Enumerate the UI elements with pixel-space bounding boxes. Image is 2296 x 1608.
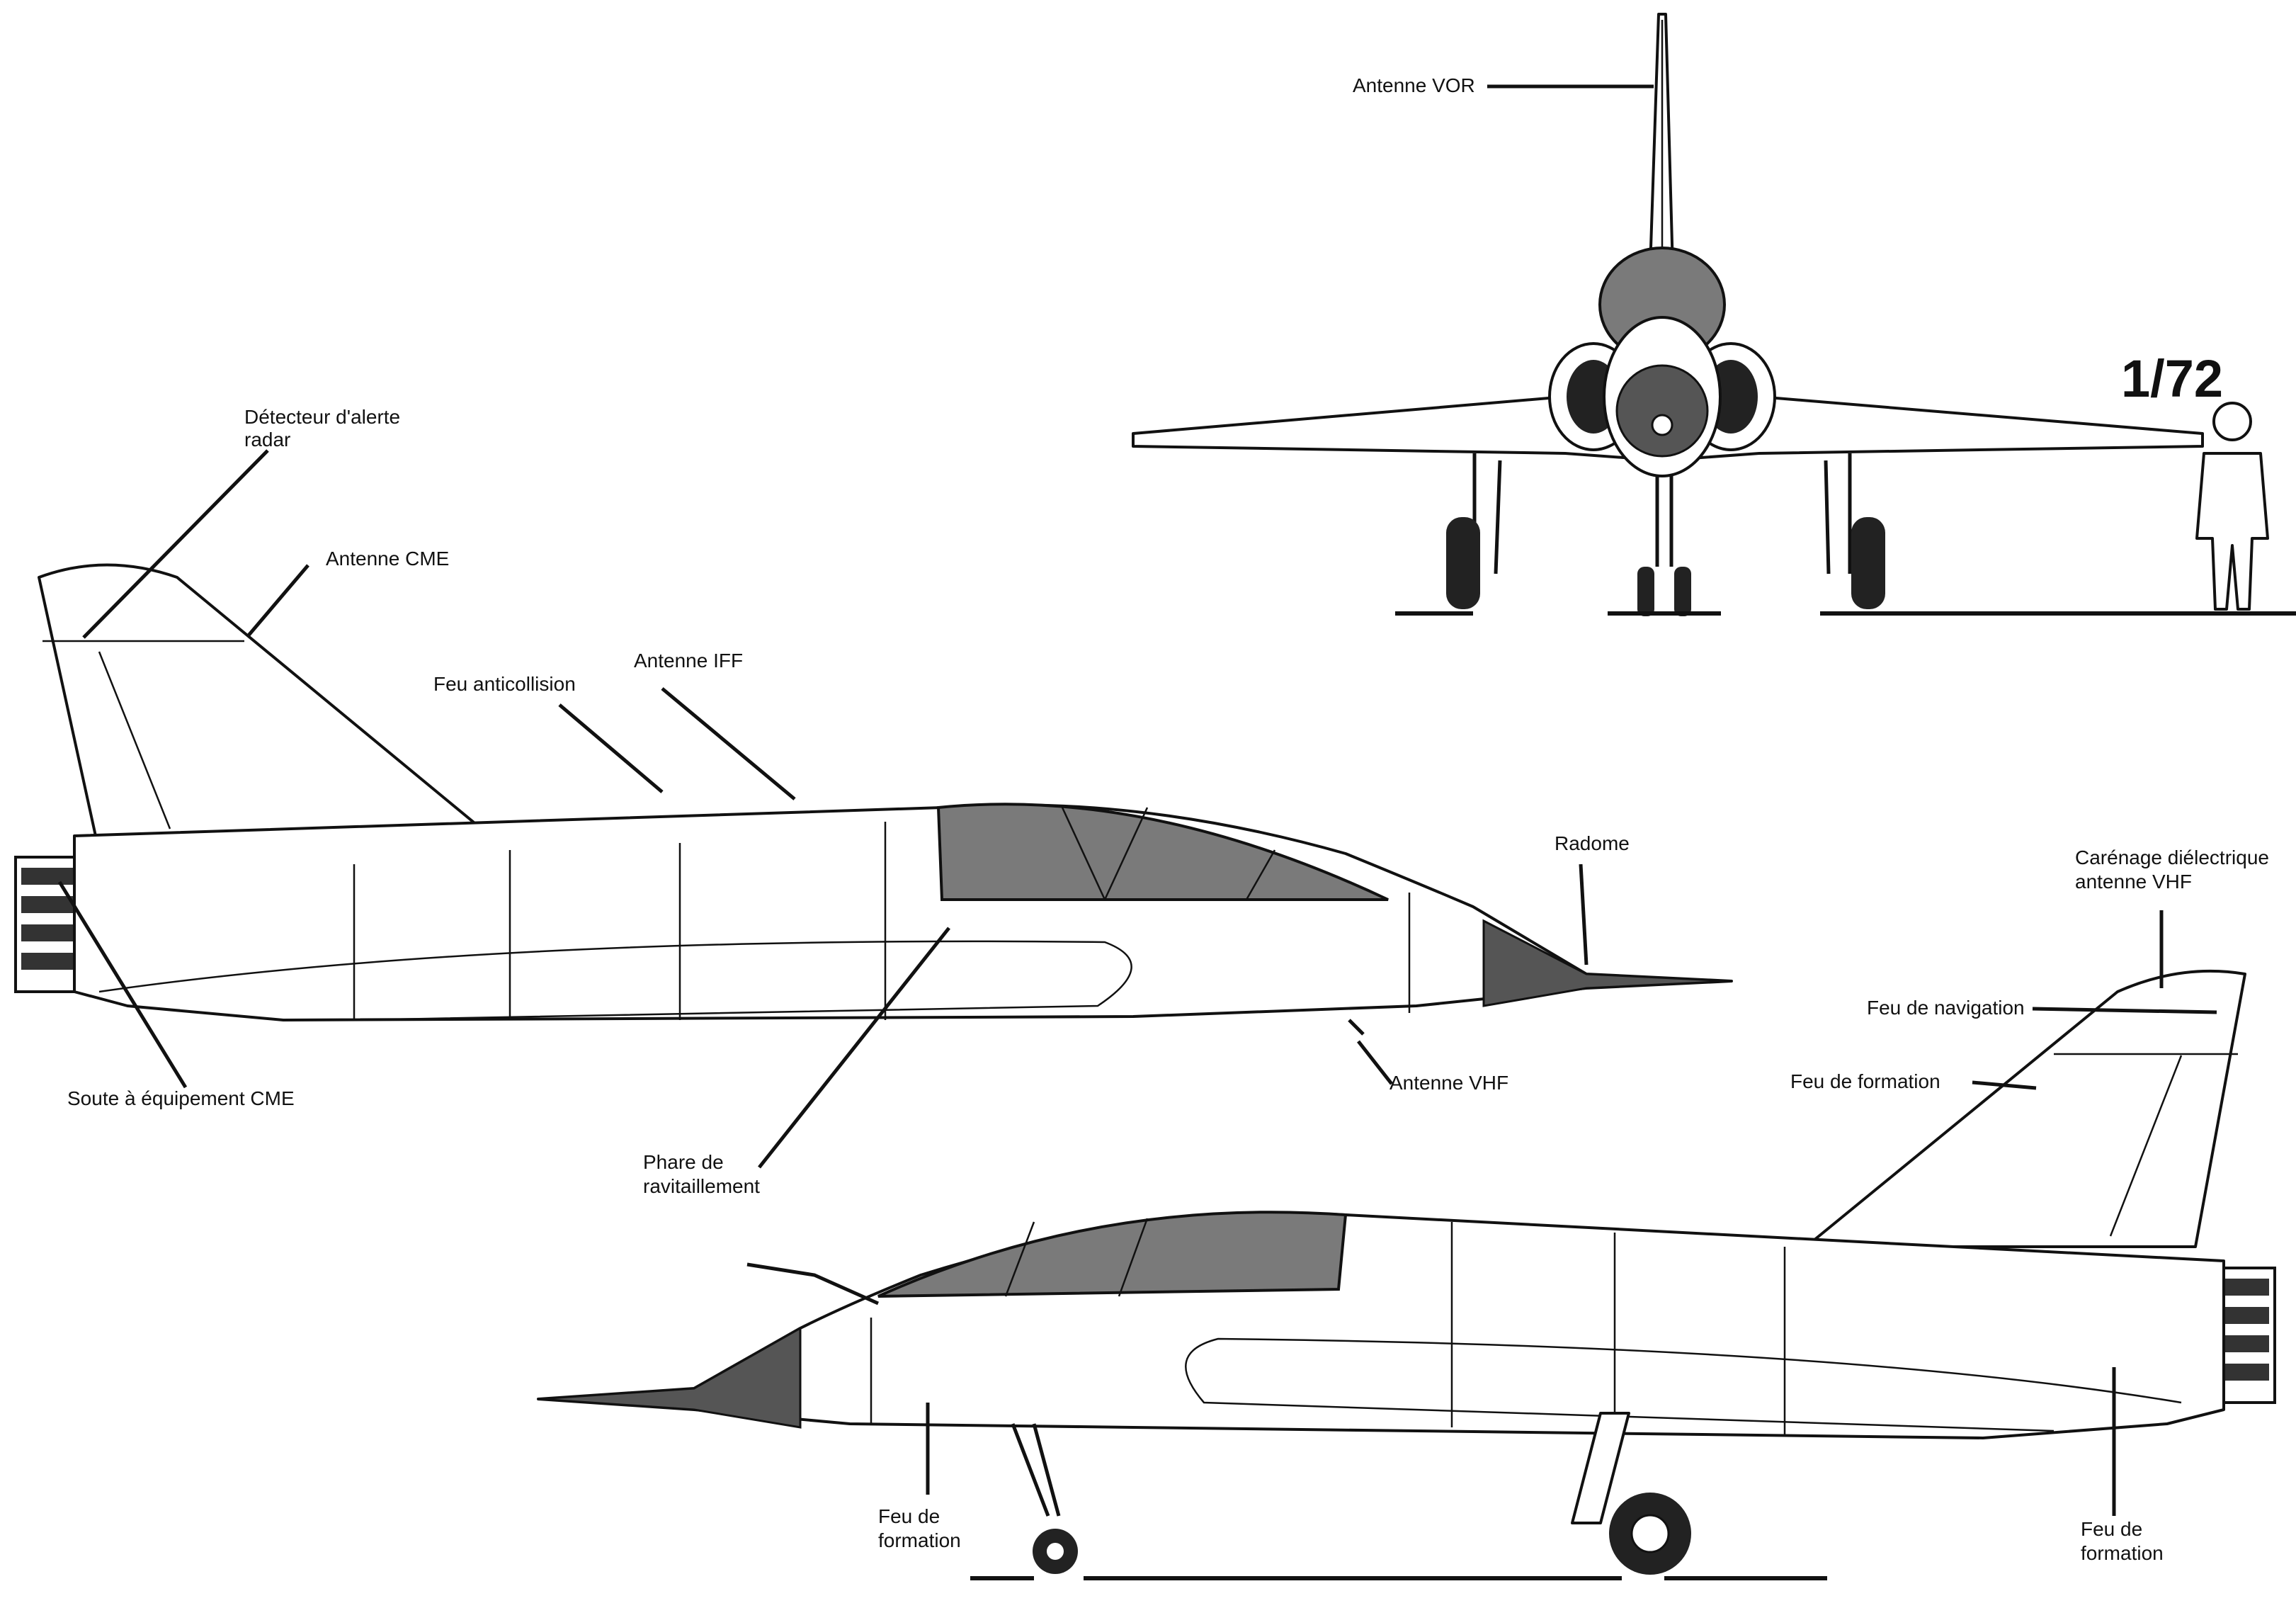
label-antenne-vor: Antenne VOR [1353,74,1475,96]
label-feu-formation-right-line2: formation [2081,1542,2164,1564]
label-antenne-cme: Antenne CME [326,548,449,570]
label-feu-formation-left-line2: formation [878,1529,961,1551]
pilot-figure [2195,402,2269,611]
label-detecteur-line1: Détecteur d'alerte [244,406,400,428]
label-phare-line2: ravitaillement [643,1175,760,1197]
label-carenage-line2: antenne VHF [2075,871,2192,893]
label-antenne-vhf: Antenne VHF [1389,1072,1508,1094]
front-view [1132,13,2296,616]
label-antenne-iff: Antenne IFF [634,650,743,672]
label-soute-cme: Soute à équipement CME [67,1087,295,1109]
label-carenage-line1: Carénage diélectrique [2075,847,2269,868]
leader-lines [57,84,2217,1516]
label-radome: Radome [1555,832,1630,854]
label-feu-anticollision: Feu anticollision [433,673,576,695]
label-feu-formation-right-line1: Feu de [2081,1518,2142,1540]
label-feu-navigation: Feu de navigation [1867,997,2025,1019]
side-view-lower [537,969,2276,1580]
label-feu-formation-left-line1: Feu de [878,1505,940,1527]
side-view-upper [14,563,1733,1036]
label-phare-line1: Phare de [643,1151,724,1173]
label-detecteur-line2: radar [244,429,290,451]
scale-label: 1/72 [2121,349,2223,408]
label-feu-formation-top: Feu de formation [1790,1070,1940,1092]
